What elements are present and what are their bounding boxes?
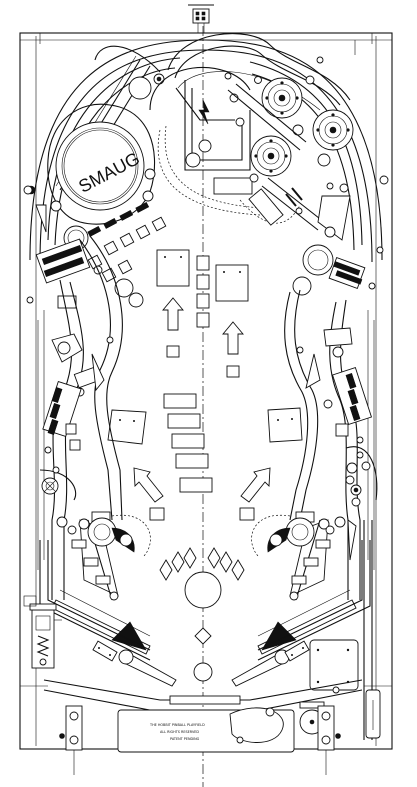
left-flipper-mech	[56, 514, 151, 585]
right-upper-targets	[292, 226, 376, 296]
right-lane-guides	[284, 289, 375, 600]
apron-text-3: PATENT PENDING	[170, 737, 200, 741]
shooter-lane	[309, 520, 381, 740]
left-upper-inserts	[35, 204, 144, 309]
perimeter-posts	[23, 56, 389, 474]
left-drop-targets	[87, 202, 167, 283]
right-flipper-mech	[251, 514, 357, 585]
center-diamonds	[159, 547, 245, 682]
bottom-posts	[59, 705, 341, 775]
left-lane-guides	[37, 235, 123, 600]
left-mid-targets	[42, 380, 82, 454]
center-inserts	[107, 249, 303, 521]
apron-text-1: THE HOBBIT PINBALL PLAYFIELD	[149, 723, 205, 727]
left-spinner	[39, 469, 77, 501]
pop-bumper-bottom	[250, 135, 292, 177]
left-upper-targets	[35, 238, 91, 284]
top-ramp-loops	[94, 33, 351, 111]
hinge-blocks	[92, 640, 310, 662]
right-upper-rails	[227, 83, 351, 241]
apron: THE HOBBIT PINBALL PLAYFIELD ALL RIGHTS …	[43, 679, 363, 753]
left-kickback-mech	[23, 595, 62, 669]
top-connector	[188, 4, 214, 33]
flippers	[118, 649, 290, 687]
right-posts	[345, 446, 378, 507]
right-mid-targets	[331, 366, 373, 444]
pop-bumper-right	[312, 109, 354, 151]
center-lanes	[157, 80, 301, 224]
apron-text-2: ALL RIGHTS RESERVED	[160, 730, 199, 734]
pop-bumper-top	[261, 77, 303, 119]
